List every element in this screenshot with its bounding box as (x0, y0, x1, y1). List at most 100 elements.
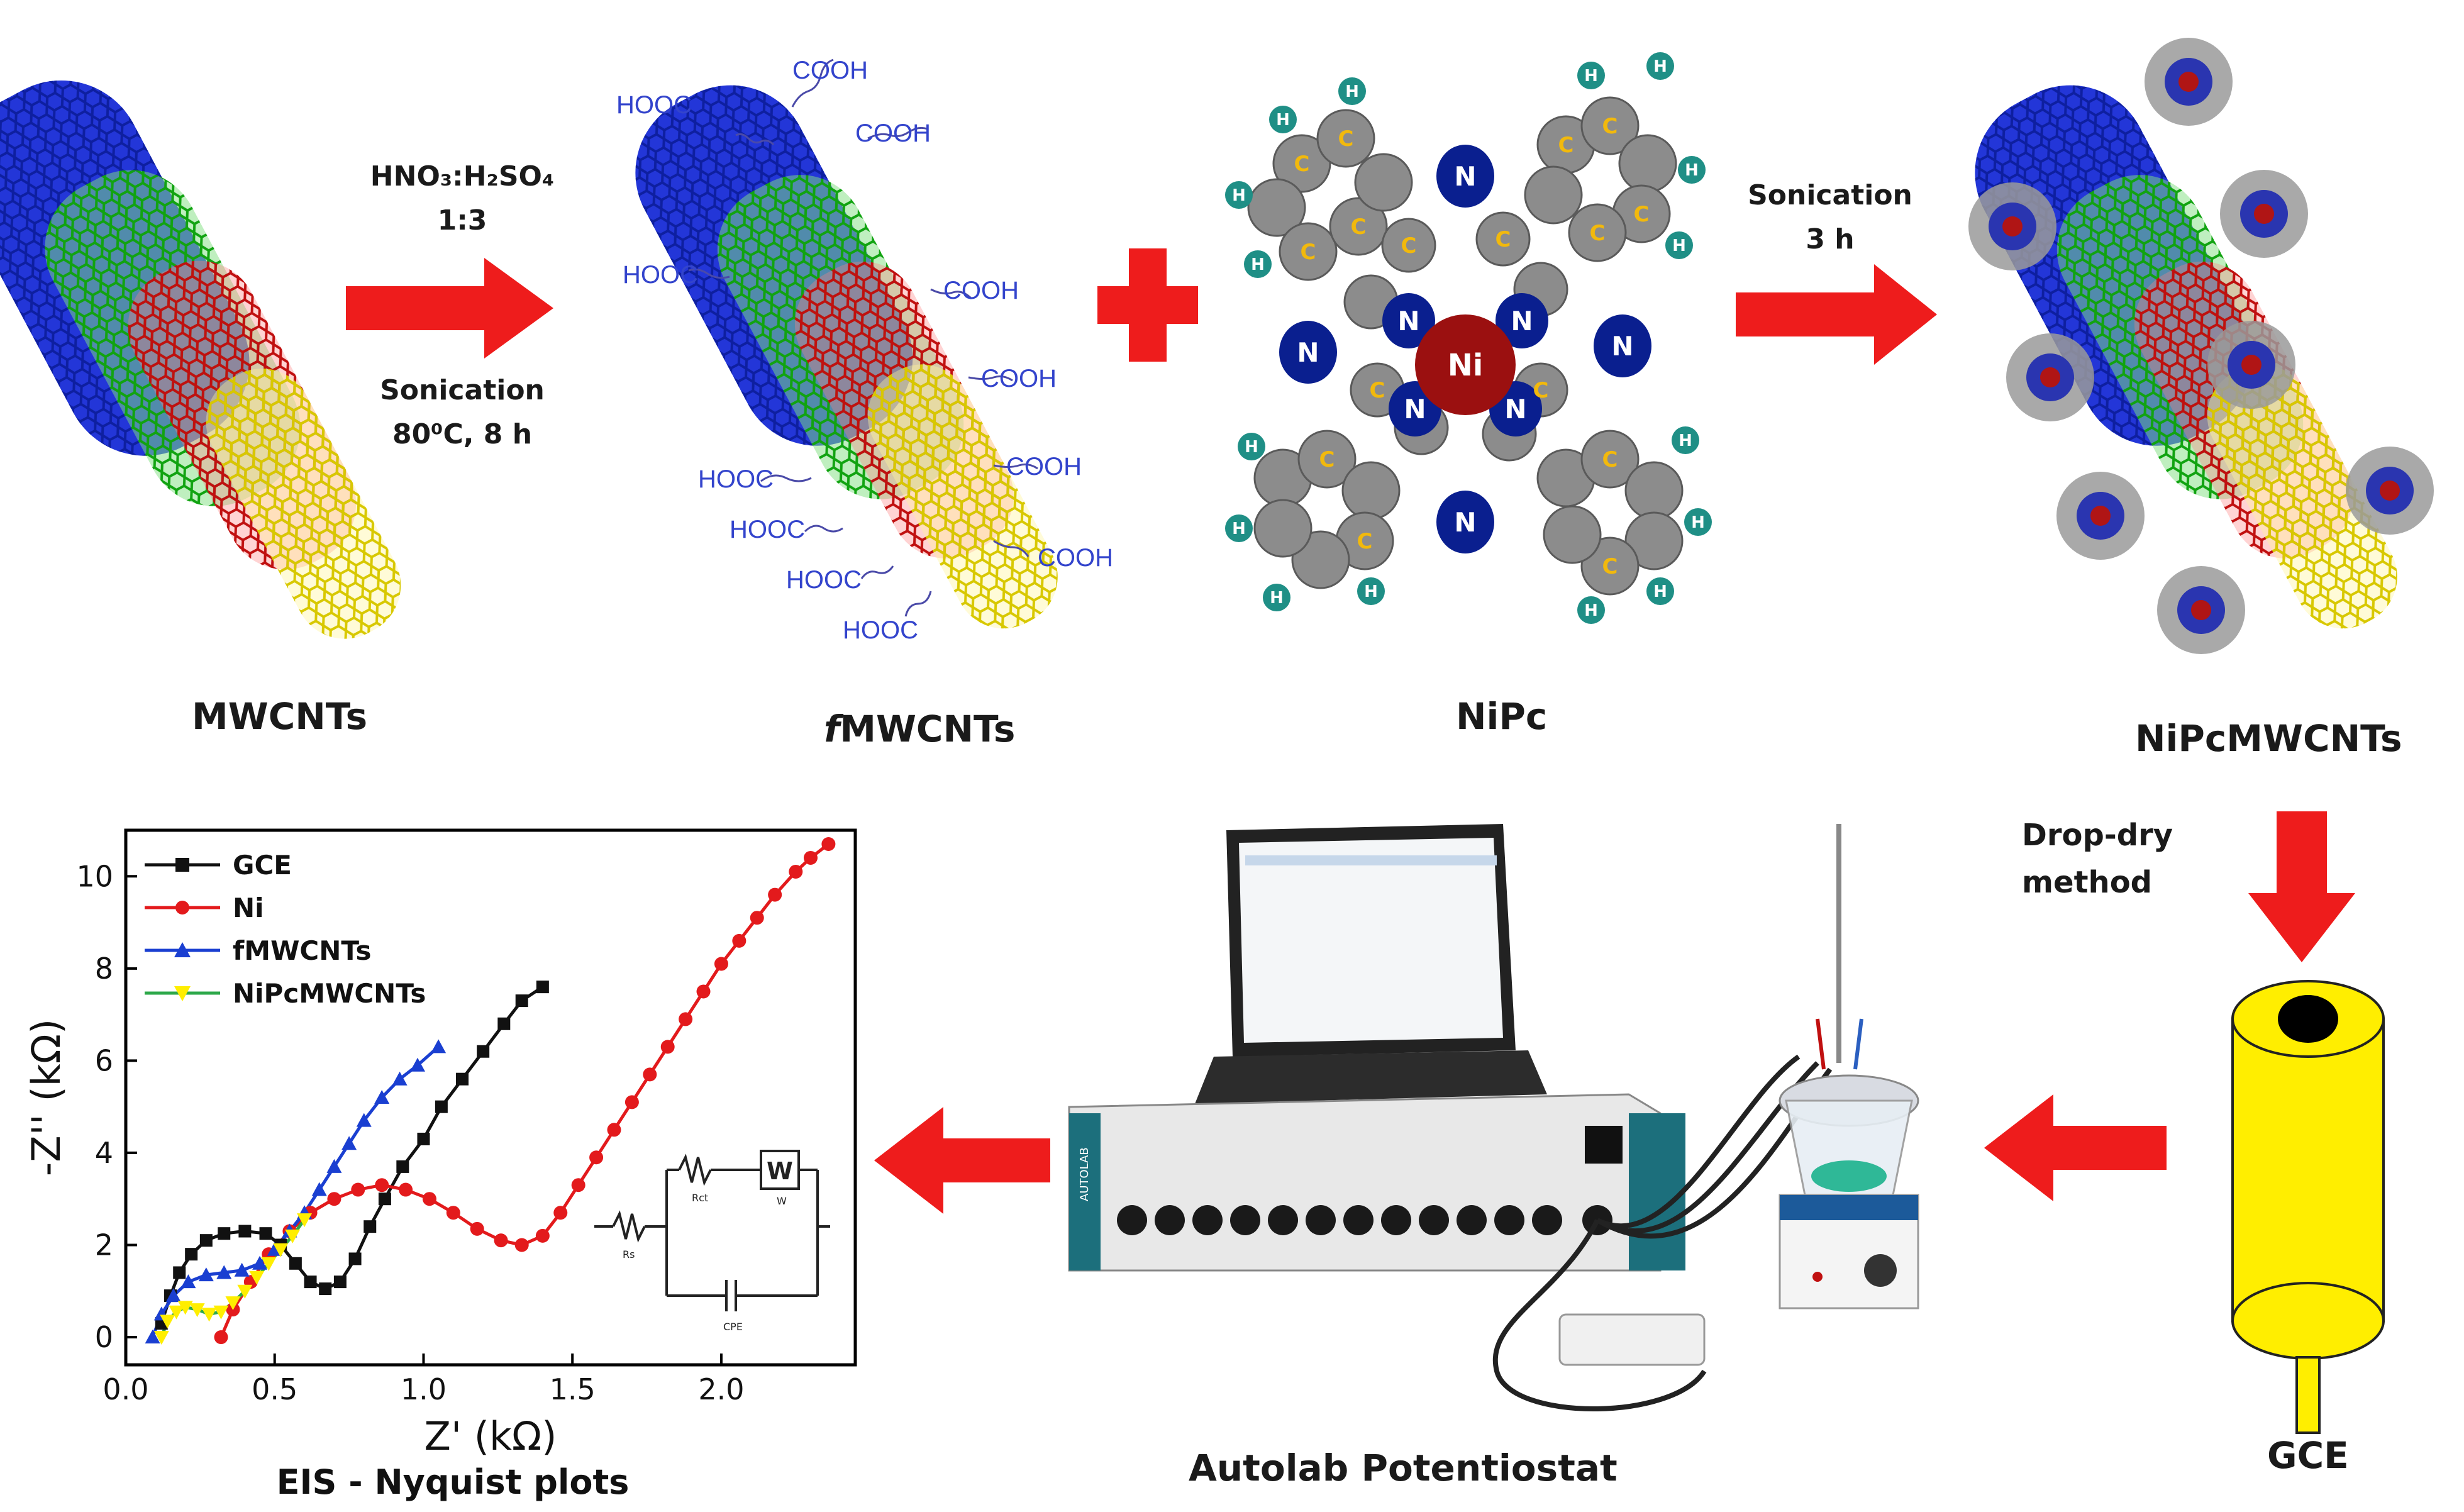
data-point-Ni (789, 864, 803, 879)
data-point-Ni (446, 1206, 460, 1220)
data-point-fMWCNTs (234, 1262, 250, 1277)
data-point-NiPcMWCNTs (297, 1213, 313, 1228)
data-point-GCE (185, 1248, 198, 1261)
equivalent-circuit-inset (594, 1150, 830, 1311)
legend-marker (175, 901, 189, 914)
gce-label: GCE (2267, 1434, 2349, 1477)
data-point-Ni (494, 1233, 508, 1248)
y-tick-label: 8 (95, 952, 113, 986)
y-tick-label: 4 (95, 1136, 113, 1170)
data-point-NiPcMWCNTs (153, 1331, 169, 1345)
svg-text:COOH: COOH (981, 365, 1057, 392)
n-atom-label: N (1297, 337, 1319, 368)
fmwcnts-label: fMWCNTs (824, 708, 1015, 750)
svg-text:COOH: COOH (792, 57, 868, 84)
x-tick-label: 0.5 (252, 1372, 297, 1406)
data-point-NiPcMWCNTs (225, 1296, 241, 1311)
data-point-Ni (553, 1206, 568, 1220)
data-point-Ni (514, 1238, 529, 1252)
data-point-GCE (259, 1227, 272, 1240)
c-atom-label: C (1602, 554, 1618, 579)
chart-caption: EIS - Nyquist plots (277, 1462, 630, 1502)
data-point-Ni (375, 1178, 389, 1192)
acid-ratio-line1: HNO₃:H₂SO₄ (370, 160, 555, 192)
h-atom-label: H (1584, 601, 1598, 620)
mwcnts-label: MWCNTs (192, 695, 368, 738)
y-tick-label: 10 (76, 859, 113, 893)
data-point-GCE (536, 981, 549, 994)
data-point-Ni (750, 911, 764, 925)
n-atom-label: N (1611, 331, 1633, 362)
data-point-GCE (304, 1276, 317, 1289)
data-point-Ni (571, 1178, 585, 1192)
autolab-potentiostat-image: AUTOLAB (1068, 824, 1919, 1411)
data-point-fMWCNTs (252, 1255, 268, 1270)
h-atom-label: H (1685, 161, 1699, 180)
data-point-fMWCNTs (374, 1090, 390, 1104)
c-atom-label: C (1533, 378, 1549, 403)
x-tick-label: 1.5 (550, 1372, 596, 1406)
svg-text:HOOC: HOOC (786, 566, 862, 594)
data-point-NiPcMWCNTs (177, 1301, 193, 1315)
c-atom-label: C (1496, 227, 1511, 252)
mwcnt-tube-image (0, 80, 401, 639)
data-point-GCE (173, 1266, 186, 1279)
n-atom-label: N (1397, 306, 1419, 336)
data-point-Ni (214, 1330, 228, 1345)
nipc-label: NiPc (1456, 695, 1548, 738)
plus-icon (1097, 248, 1198, 362)
y-tick-label: 2 (95, 1228, 113, 1262)
data-point-fMWCNTs (431, 1039, 447, 1053)
autolab-label: Autolab Potentiostat (1189, 1447, 1618, 1489)
data-point-NiPcMWCNTs (201, 1308, 217, 1322)
data-point-GCE (456, 1072, 469, 1086)
legend-marker (175, 858, 189, 872)
data-point-Ni (399, 1182, 413, 1197)
fmwcnts-prefix: f (824, 708, 840, 750)
data-point-fMWCNTs (392, 1071, 408, 1086)
gce-electrode-image (2231, 980, 2385, 1434)
data-point-GCE (417, 1132, 430, 1145)
data-point-Ni (714, 957, 728, 971)
legend-label: Ni (233, 892, 264, 923)
h-atom-label: H (1679, 431, 1692, 450)
nipc-molecule-image: Ni N N N N N N N N C C C C C C C C C C C… (1225, 52, 1712, 624)
c-atom-label: C (1294, 152, 1310, 177)
svg-text:HOOC: HOOC (843, 616, 918, 644)
c-atom-label: C (1634, 202, 1650, 227)
data-point-GCE (199, 1234, 213, 1247)
c-atom-label: C (1590, 221, 1606, 246)
h-atom-label: H (1364, 582, 1378, 601)
data-point-Ni (607, 1123, 621, 1137)
data-point-Ni (696, 984, 711, 999)
c-atom-label: C (1357, 529, 1373, 554)
legend-marker (174, 942, 191, 957)
h-atom-label: H (1672, 236, 1686, 255)
sonication-line1: Sonication (380, 374, 545, 406)
nipc-mwcnts-label: NiPcMWCNTs (2135, 717, 2402, 760)
svg-text:HOOC: HOOC (623, 261, 698, 289)
svg-text:COOH: COOH (855, 120, 931, 147)
data-point-Ni (679, 1012, 693, 1026)
nipc-mwcnt-image (1968, 38, 2434, 654)
h-atom-label: H (1276, 111, 1290, 130)
legend-marker (174, 986, 191, 1001)
h-atom-label: H (1232, 186, 1246, 205)
data-point-fMWCNTs (311, 1182, 327, 1196)
legend-label: GCE (233, 850, 292, 881)
h-atom-label: H (1653, 57, 1667, 76)
svg-text:COOH: COOH (1038, 544, 1113, 572)
h-atom-label: H (1251, 255, 1265, 274)
data-point-NiPcMWCNTs (237, 1284, 253, 1299)
data-point-GCE (363, 1220, 377, 1233)
data-point-GCE (238, 1225, 252, 1238)
data-point-fMWCNTs (165, 1288, 181, 1303)
data-point-GCE (477, 1045, 490, 1058)
x-tick-label: 1.0 (401, 1372, 447, 1406)
svg-text:HOOC: HOOC (730, 516, 805, 543)
h-atom-label: H (1245, 438, 1258, 457)
legend-label: NiPcMWCNTs (233, 978, 426, 1009)
data-point-Ni (589, 1150, 604, 1165)
data-point-fMWCNTs (341, 1136, 357, 1150)
